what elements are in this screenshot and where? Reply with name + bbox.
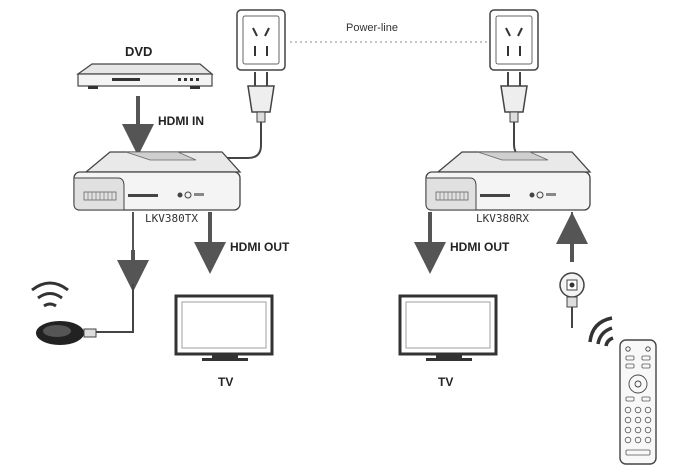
hdmi-out-left-label: HDMI OUT <box>230 240 290 254</box>
remote-control-icon <box>619 339 657 465</box>
wireless-dongle-icon <box>36 321 97 345</box>
tv-right-icon <box>398 294 498 361</box>
dvd-label: DVD <box>125 44 153 59</box>
dvd-player-icon <box>76 63 214 89</box>
usb-dongle-cable <box>96 284 134 333</box>
tv-right-label: TV <box>438 375 454 389</box>
wifi-signal-right-icon <box>588 316 614 347</box>
receiver-device-icon <box>425 151 592 211</box>
wifi-signal-left-icon <box>31 281 69 308</box>
rx-model-label: LKV380RX <box>476 212 529 225</box>
tv-left-icon <box>174 294 274 361</box>
wall-socket-left-icon <box>236 9 286 71</box>
power-line-label: Power-line <box>346 22 398 34</box>
wall-socket-right-icon <box>489 9 539 71</box>
tx-model-label: LKV380TX <box>145 212 198 225</box>
power-plug-right-icon <box>500 72 528 159</box>
ir-receiver-icon <box>559 272 585 328</box>
hdmi-in-label: HDMI IN <box>158 114 204 128</box>
tv-left-label: TV <box>218 375 234 389</box>
hdmi-out-right-label: HDMI OUT <box>450 240 510 254</box>
power-plug-left-icon <box>187 72 275 166</box>
transmitter-device-icon <box>73 151 242 211</box>
